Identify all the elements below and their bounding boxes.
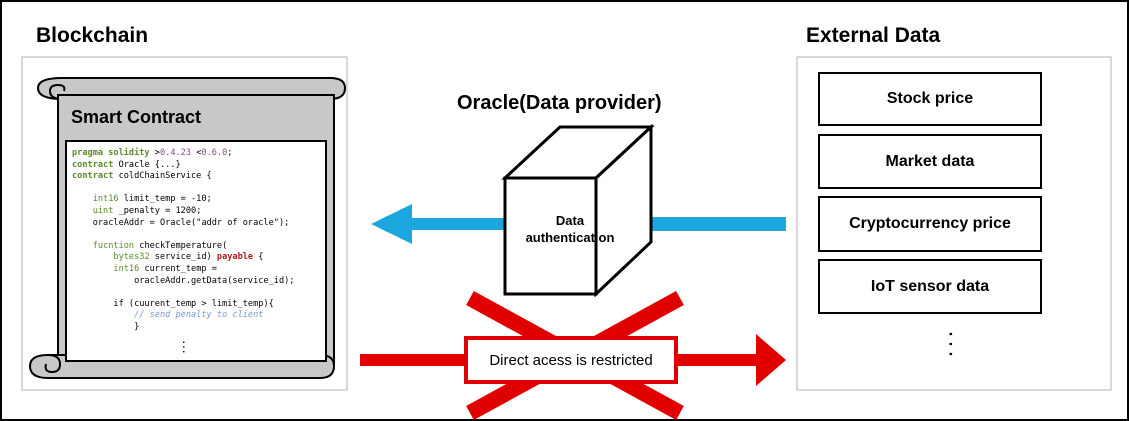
blockchain-title: Blockchain <box>36 24 149 47</box>
code-line: if (cuurent_temp > limit_temp){ <box>72 298 274 309</box>
external-item-iot-sensor-data: IoT sensor data <box>818 259 1042 314</box>
contract-code: pragma solidity >0.4.23 <0.6.0;contract … <box>72 148 342 334</box>
cube-label-line1: Data <box>555 213 585 228</box>
code-line <box>72 229 342 241</box>
code-line: int16 limit_temp = -10; <box>92 194 212 205</box>
code-line: uint _penalty = 1200; <box>92 205 202 216</box>
code-line: bytes32 service_id) payable { <box>113 252 264 263</box>
code-line: // send penalty to client <box>134 310 264 321</box>
code-line: fucntion checkTemperature( <box>92 240 228 251</box>
code-line: oracleAddr.getData(service_id); <box>72 275 295 286</box>
cube-label-line2: authentication <box>525 230 615 245</box>
code-ellipsis: ··· <box>177 340 193 354</box>
external-data-title: External Data <box>806 24 941 47</box>
code-line: contract coldChainService { <box>72 171 212 182</box>
external-item-stock-price: Stock price <box>818 72 1042 126</box>
code-line <box>72 287 342 299</box>
external-item-cryptocurrency-price: Cryptocurrency price <box>818 196 1042 252</box>
cube-icon <box>501 123 655 298</box>
code-line: int16 current_temp = <box>113 263 217 274</box>
restriction-label: Direct acess is restricted <box>464 336 678 384</box>
smart-contract-title: Smart Contract <box>71 107 202 127</box>
code-line: oracleAddr = Oracle("addr of oracle"); <box>72 217 290 228</box>
external-ellipsis: ··· <box>938 330 965 360</box>
code-line: } <box>72 321 140 332</box>
code-line: contract Oracle {...} <box>72 159 181 170</box>
scroll-icon <box>28 77 347 379</box>
oracle-title: Oracle(Data provider) <box>457 92 662 114</box>
data-flow-arrow <box>371 204 786 244</box>
cube-label: Data authentication <box>508 212 632 246</box>
external-item-market-data: Market data <box>818 134 1042 189</box>
code-line <box>72 183 342 195</box>
code-line: pragma solidity >0.4.23 <0.6.0; <box>72 148 233 158</box>
